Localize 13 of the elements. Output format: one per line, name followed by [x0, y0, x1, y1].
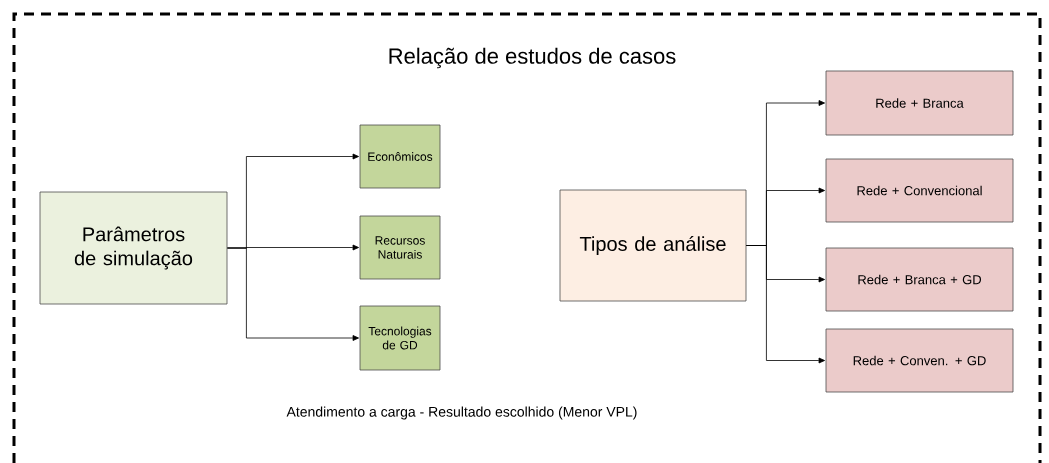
title: Relação de estudos de casos: [389, 47, 676, 69]
category-box: Tecnologias de GD: [359, 305, 441, 371]
arrow: [746, 245, 825, 364]
arrow: [227, 247, 359, 341]
analysis-box: Tipos de análise: [559, 189, 747, 302]
scenario-box: Rede + Conven. + GD: [825, 328, 1014, 393]
scenario-box: Rede + Branca + GD: [825, 247, 1014, 312]
category-box: Recursos Naturais: [359, 215, 441, 280]
caption: Atendimento a carga - Resultado escolhido (Menor VPL): [286, 406, 637, 420]
category-box: Econômicos: [359, 124, 441, 189]
scenario-box: Rede + Branca: [825, 70, 1014, 136]
scenario-box: Rede + Convencional: [825, 158, 1014, 223]
parameter-box: Parâmetros de simulação: [39, 191, 228, 305]
